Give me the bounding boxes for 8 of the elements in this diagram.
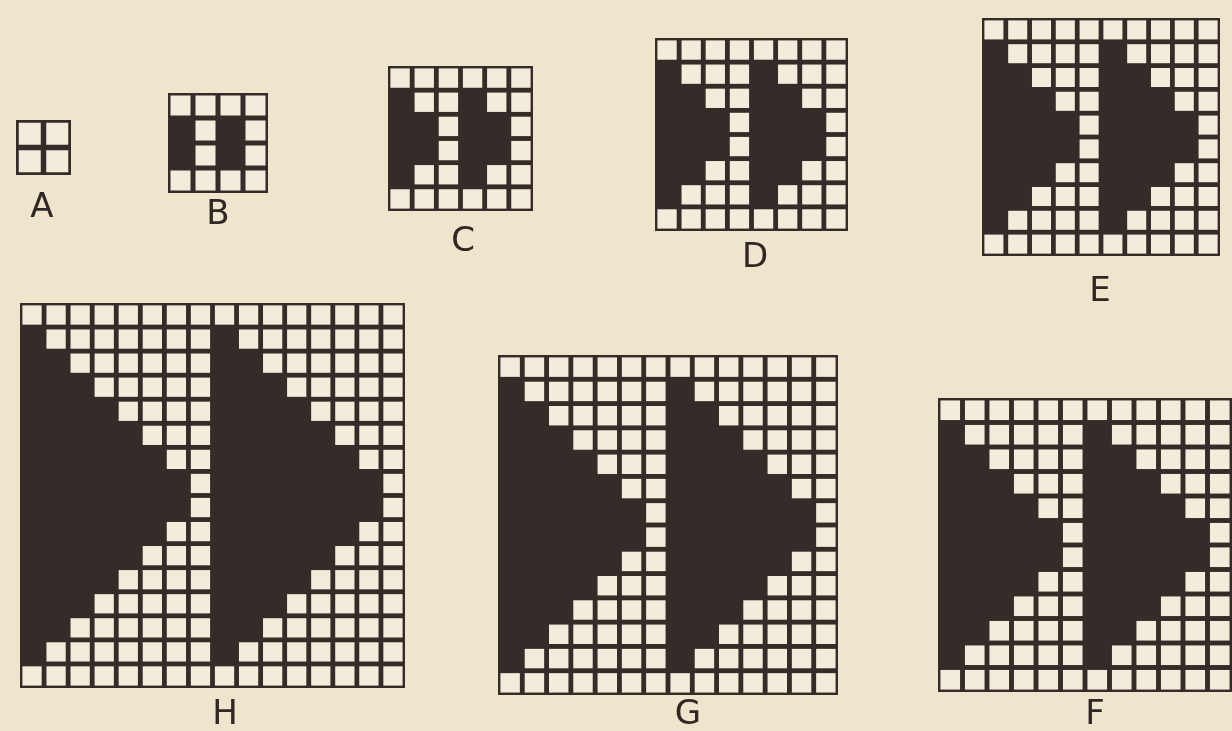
figure-letter: C [451,222,475,256]
figure-letter: H [212,695,238,729]
figure-letter: B [206,195,230,229]
figure-letter: D [741,238,769,272]
figure-letter: G [674,695,702,729]
figure-letter: A [30,188,54,222]
figure-letter: F [1085,695,1105,729]
figure-letter: E [1089,272,1111,306]
